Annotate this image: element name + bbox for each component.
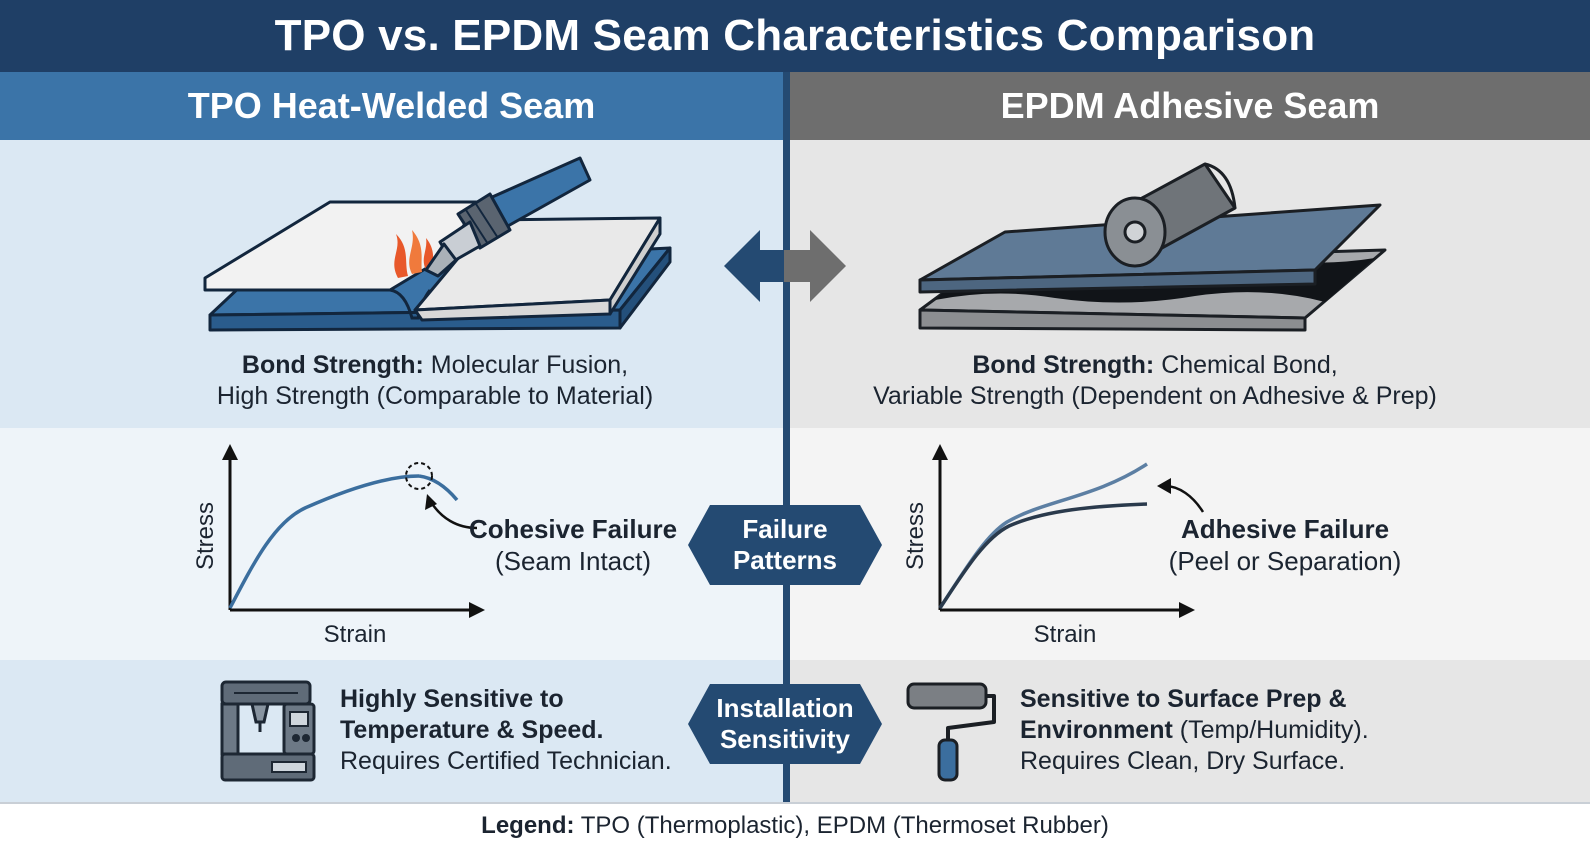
tpo-bond-strength: Bond Strength: Molecular Fusion, High St…	[150, 350, 720, 412]
heat-welder-icon	[424, 156, 592, 278]
double-arrow-icon	[724, 230, 846, 302]
epdm-bond-label: Bond Strength:	[972, 351, 1155, 379]
paint-roller-icon	[906, 682, 996, 782]
tpo-install-line1: Highly Sensitive to	[340, 685, 564, 713]
epdm-failure-panel	[790, 428, 1590, 660]
welding-machine-icon	[220, 680, 316, 782]
epdm-install-line1: Sensitive to Surface Prep &	[1020, 685, 1347, 713]
installation-sensitivity-badge: Installation Sensitivity	[688, 684, 882, 764]
legend-label: Legend:	[481, 812, 575, 839]
tpo-stress-strain-graph: Stress Strain	[192, 444, 485, 648]
page-title: TPO vs. EPDM Seam Characteristics Compar…	[274, 11, 1316, 60]
tpo-failure-sub: (Seam Intact)	[494, 546, 652, 576]
footer-rule	[0, 802, 1590, 804]
epdm-stress-strain-graph: Stress Strain	[902, 444, 1205, 648]
failure-patterns-badge: Failure Patterns	[688, 505, 882, 585]
legend-text: TPO (Thermoplastic), EPDM (Thermoset Rub…	[580, 812, 1109, 839]
center-divider	[783, 72, 790, 802]
seam-roller-icon	[1103, 162, 1237, 268]
epdm-install-line2-rest: (Temp/Humidity).	[1179, 716, 1369, 744]
tpo-failure-text: Cohesive Failure (Seam Intact)	[468, 513, 678, 577]
tpo-failure-panel	[0, 428, 783, 660]
epdm-bond-strength: Bond Strength: Chemical Bond, Variable S…	[830, 350, 1480, 412]
epdm-install-text: Sensitive to Surface Prep & Environment …	[1020, 684, 1570, 777]
epdm-bond-line2: Variable Strength (Dependent on Adhesive…	[873, 382, 1437, 410]
epdm-failure-title: Adhesive Failure	[1180, 514, 1390, 544]
epdm-curve-upper	[938, 462, 1148, 609]
tpo-x-axis-label: Strain	[324, 621, 387, 648]
install-badge-line1: Installation	[716, 693, 854, 723]
epdm-bond-line1: Chemical Bond,	[1161, 351, 1338, 379]
legend: Legend: TPO (Thermoplastic), EPDM (Therm…	[0, 812, 1590, 840]
title-bar: TPO vs. EPDM Seam Characteristics Compar…	[0, 0, 1590, 72]
failure-point-marker	[405, 462, 433, 490]
tpo-column-header: TPO Heat-Welded Seam	[0, 72, 783, 140]
epdm-curve-lower	[938, 502, 1148, 609]
epdm-x-axis-label: Strain	[1034, 621, 1097, 648]
epdm-install-line3: Requires Clean, Dry Surface.	[1020, 747, 1346, 775]
epdm-failure-sub: (Peel or Separation)	[1168, 546, 1402, 576]
tpo-install-panel	[0, 660, 783, 802]
failure-badge-line2: Patterns	[732, 545, 838, 575]
tpo-curve	[228, 474, 420, 609]
tpo-install-line2: Temperature & Speed.	[340, 716, 604, 744]
epdm-y-axis-label: Stress	[902, 502, 929, 570]
tpo-bond-line2: High Strength (Comparable to Material)	[216, 382, 654, 410]
tpo-failure-title: Cohesive Failure	[468, 514, 678, 544]
flame-icon	[394, 230, 434, 278]
epdm-install-line2-bold: Environment	[1020, 716, 1173, 744]
tpo-install-line3: Requires Certified Technician.	[340, 747, 672, 775]
failure-badge-line1: Failure	[742, 514, 828, 544]
install-badge-line2: Sensitivity	[719, 724, 851, 754]
tpo-seam-illustration	[203, 156, 672, 332]
tpo-bond-line1: Molecular Fusion,	[430, 351, 629, 379]
epdm-seam-illustration	[918, 162, 1387, 332]
tpo-y-axis-label: Stress	[192, 502, 219, 570]
epdm-column-header: EPDM Adhesive Seam	[790, 72, 1590, 140]
tpo-bond-label: Bond Strength:	[241, 351, 424, 379]
epdm-failure-text: Adhesive Failure (Peel or Separation)	[1160, 513, 1410, 577]
epdm-heading: EPDM Adhesive Seam	[1000, 85, 1380, 126]
tpo-install-text: Highly Sensitive to Temperature & Speed.…	[340, 684, 770, 777]
tpo-heading: TPO Heat-Welded Seam	[187, 85, 596, 126]
